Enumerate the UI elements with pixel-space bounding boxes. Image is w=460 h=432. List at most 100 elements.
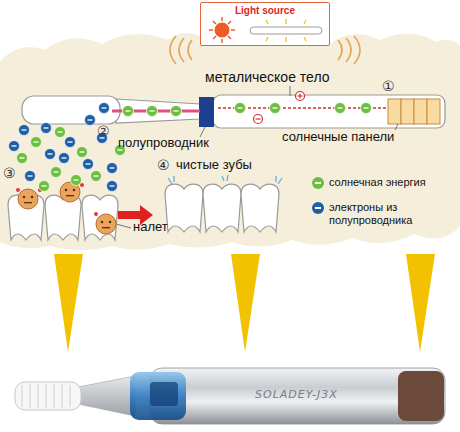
part-label: чистые зубы bbox=[176, 158, 252, 172]
electron bbox=[42, 185, 47, 186]
electron bbox=[74, 179, 79, 180]
electron bbox=[147, 106, 158, 117]
electron bbox=[273, 107, 278, 108]
electron bbox=[86, 163, 91, 164]
sun bbox=[209, 17, 235, 43]
plaque-faces bbox=[66, 195, 74, 196]
plus-sign bbox=[296, 92, 305, 101]
plaque-faces bbox=[101, 221, 104, 224]
electron bbox=[335, 103, 346, 114]
electron bbox=[147, 106, 158, 117]
electron bbox=[110, 167, 115, 168]
electron bbox=[25, 171, 36, 182]
light-waves bbox=[354, 36, 360, 64]
callout-number: ③ bbox=[3, 166, 16, 181]
tooth bbox=[45, 195, 81, 240]
electron bbox=[45, 149, 56, 160]
electron bbox=[48, 153, 53, 154]
sun bbox=[209, 29, 213, 31]
toothbrush-photo bbox=[78, 376, 135, 416]
electron bbox=[77, 147, 88, 158]
electron bbox=[39, 181, 50, 192]
toothbrush-photo bbox=[46, 384, 47, 408]
electron bbox=[59, 153, 70, 164]
electron bbox=[54, 171, 59, 172]
plaque-faces bbox=[73, 189, 76, 192]
fluorescent-tube bbox=[266, 19, 306, 42]
toothbrush-photo bbox=[30, 384, 31, 408]
plaque bbox=[96, 214, 116, 234]
bacteria-dots bbox=[16, 188, 20, 192]
sparkles bbox=[227, 175, 228, 181]
sparkles bbox=[168, 175, 282, 184]
sparkles bbox=[222, 176, 224, 181]
tooth bbox=[203, 184, 241, 232]
background-cloud bbox=[0, 33, 460, 250]
leader-lines bbox=[290, 86, 291, 96]
toothbrush-photo bbox=[150, 382, 178, 406]
electron bbox=[77, 147, 88, 158]
solar-panel bbox=[401, 99, 414, 124]
electron bbox=[99, 103, 110, 114]
plaque bbox=[18, 182, 116, 234]
electron bbox=[126, 110, 131, 111]
light-beams bbox=[406, 254, 435, 352]
fluorescent-tube bbox=[304, 20, 306, 24]
electron bbox=[59, 153, 70, 164]
light-beams bbox=[231, 254, 260, 352]
plaque bbox=[18, 189, 38, 209]
sun bbox=[221, 17, 223, 21]
electron bbox=[44, 127, 49, 128]
electron bbox=[107, 181, 118, 192]
electron bbox=[171, 106, 182, 117]
electron bbox=[235, 103, 246, 114]
electron bbox=[94, 175, 99, 176]
electron bbox=[68, 141, 73, 142]
electron bbox=[31, 137, 42, 148]
electron bbox=[235, 103, 246, 114]
toothbrush-photo bbox=[398, 371, 444, 421]
metal-body bbox=[213, 95, 445, 128]
electron bbox=[22, 129, 27, 130]
electron bbox=[99, 103, 110, 114]
semiconductor-rod bbox=[199, 97, 214, 127]
solar-panel bbox=[414, 99, 427, 124]
plaque-faces bbox=[23, 196, 26, 199]
part-label: металическое тело bbox=[205, 70, 330, 85]
sun bbox=[213, 36, 216, 39]
fluorescent-tube bbox=[285, 37, 286, 42]
callout-number: ② bbox=[97, 124, 110, 139]
solar-panel bbox=[427, 99, 440, 124]
electron bbox=[361, 103, 372, 114]
electron bbox=[41, 123, 52, 134]
electron bbox=[107, 163, 118, 174]
toothbrush-photo bbox=[54, 384, 55, 408]
minus-sign bbox=[254, 115, 263, 124]
electron bbox=[51, 167, 62, 178]
electron-minus bbox=[315, 207, 321, 209]
callout-box: Light source bbox=[200, 2, 330, 46]
legend-entry: электроны из полупроводника bbox=[312, 201, 430, 227]
electron bbox=[9, 141, 20, 152]
plaque-faces bbox=[31, 196, 34, 199]
sun bbox=[228, 21, 231, 24]
leader-lines bbox=[116, 224, 131, 228]
plus-sign bbox=[296, 92, 305, 101]
light-waves bbox=[179, 38, 184, 62]
electron bbox=[20, 157, 25, 158]
plaque-faces bbox=[102, 227, 110, 228]
toothbrush-photo bbox=[22, 385, 23, 407]
toothbrush-photo bbox=[15, 368, 445, 424]
electron bbox=[91, 171, 102, 182]
electron bbox=[150, 110, 155, 111]
electron bbox=[41, 123, 52, 134]
toothbrush-photo bbox=[70, 385, 71, 407]
toothbrush-photo bbox=[130, 372, 186, 420]
fluorescent-tube bbox=[285, 19, 286, 24]
light-waves bbox=[338, 40, 342, 60]
plaque-faces bbox=[23, 189, 112, 229]
legend-swatch bbox=[312, 177, 324, 189]
electron bbox=[34, 141, 39, 142]
